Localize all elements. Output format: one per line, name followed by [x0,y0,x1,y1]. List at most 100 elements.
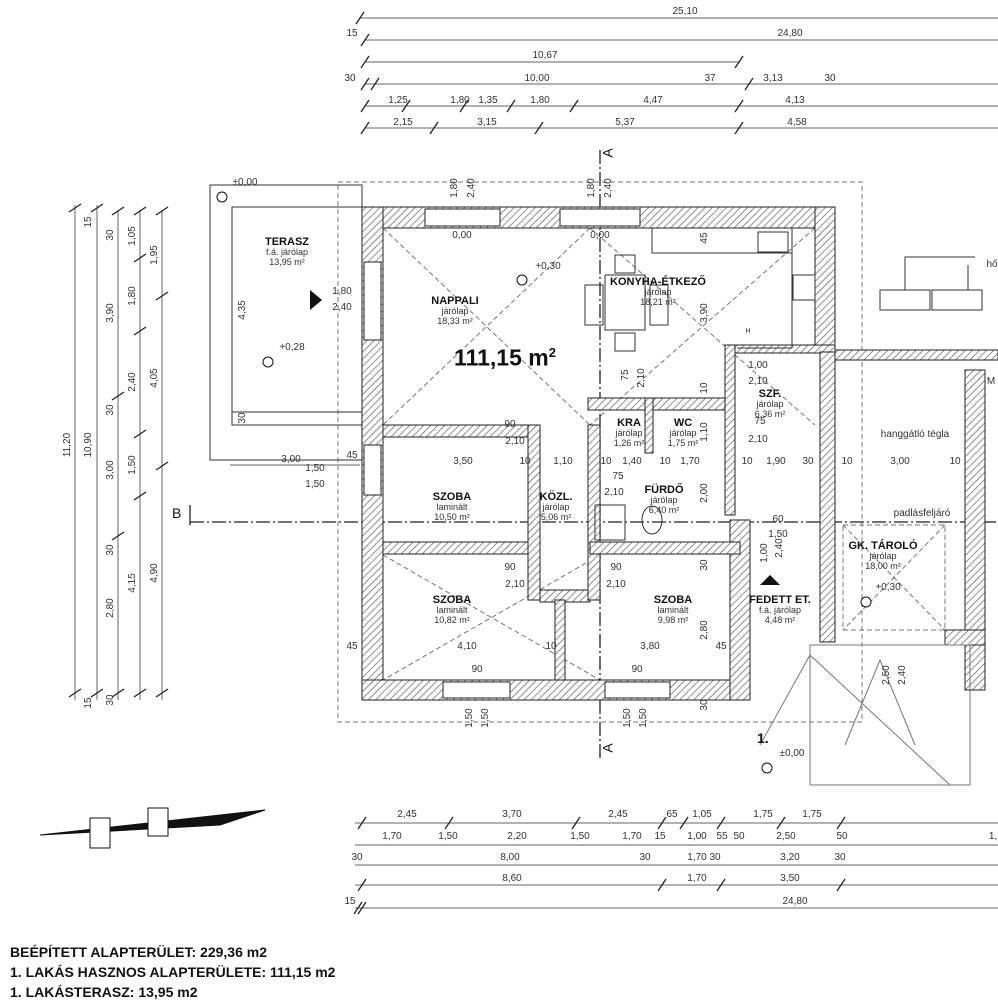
dim-label: 10,67 [532,50,558,61]
dim-label: 2,80 [105,598,116,618]
dim-label: 5,37 [615,117,635,128]
door-height: 2,10 [505,436,525,447]
dim-label: 30 [105,544,116,556]
dim-label: 30 [105,694,116,706]
window-dim: 1,50 [480,708,491,728]
opening-dim: 2,50 [881,665,892,685]
door-height: 2,10 [636,368,647,388]
dim-label: 1,00 [687,831,707,842]
window-dim: 1,50 [638,708,649,728]
dim-label: 4,35 [237,300,248,320]
dim-label: 4,47 [643,95,663,106]
dim-label: 8,60 [502,873,522,884]
dim-label: 2,15 [393,117,413,128]
furniture [584,228,983,786]
dim-label: 50 [836,831,848,842]
dim-label: 10 [659,456,671,467]
dim-label: 4,58 [787,117,807,128]
opening-dim: 2,40 [897,665,908,685]
dim-label: 25,10 [672,6,698,17]
dim-label: 10 [545,641,557,652]
dim-label: 15 [344,896,356,907]
dim-label: 30 [639,852,651,863]
opening-dim: 1,80 [586,178,597,198]
dim-label: 3,50 [780,873,800,884]
dim-label: 10 [699,382,710,394]
area-summary: BEÉPÍTETT ALAPTERÜLET: 229,36 m2 1. LAKÁ… [10,942,335,1002]
dim-label: 1,70 [622,831,642,842]
dim-label: 30 [105,229,116,241]
dim-label: 3,90 [105,303,116,323]
door-width: 1,00 [748,360,768,371]
dim-label: 1,70 [680,456,700,467]
dim-label: 10 [949,456,961,467]
door-width: 75 [612,471,624,482]
window-dim: 1,50 [305,479,325,490]
terrace-outline [209,184,363,461]
dim-label: 2,20 [507,831,527,842]
opening-dim: 60 [772,514,784,525]
dim-label: 8,00 [500,852,520,863]
dim-label: 45 [346,450,358,461]
dim-label: 15 [83,697,94,709]
dim-label: 1,10 [699,422,710,442]
dim-label: 2,40 [127,372,138,392]
dim-label: 30 [105,404,116,416]
dim-label: 45 [715,641,727,652]
dim-label: 10 [741,456,753,467]
door-width: 75 [754,416,766,427]
dim-label: 1,80 [450,95,470,106]
dim-label: 3,15 [477,117,497,128]
dim-label: 1,80 [127,286,138,306]
dim-label: 55 [716,831,728,842]
dim-label: 1,35 [478,95,498,106]
opening-dim: 2,40 [332,302,352,313]
north-arrow [39,807,266,849]
opening-dim: 2,40 [466,178,477,198]
dim-label: 1,10 [553,456,573,467]
opening-dim: 2,40 [774,538,785,558]
dim-label: 24,80 [782,896,808,907]
summary-usable-area: 1. LAKÁS HASZNOS ALAPTERÜLETE: 111,15 m2 [10,964,336,980]
window-width: 90 [631,664,643,675]
dim-label: 2,00 [699,483,710,503]
sill-height: 0,00 [452,230,472,241]
opening-dim: 1,50 [768,529,788,540]
sill-height: 0,00 [590,230,610,241]
opening-dim: 1,00 [759,543,770,563]
dim-label: 30 [699,699,710,711]
dim-label: 1,70 [687,873,707,884]
total-area-label: 111,15 m2 [454,344,556,371]
windows [363,208,671,699]
dim-label: 1,95 [149,245,160,265]
dim-label: 24,80 [777,28,803,39]
dim-label: 1,70 [687,852,707,863]
window-dim: 1,50 [622,708,633,728]
dim-label: 3,13 [763,73,783,84]
dimension-lines [74,17,998,909]
dim-label: 1,25 [388,95,408,106]
dim-label: 50 [733,831,745,842]
dim-label: 65 [666,809,678,820]
window-dim: 1,50 [305,463,325,474]
window-dim: 1,50 [464,708,475,728]
dim-label: 2,80 [699,620,710,640]
dim-label: 1,50 [438,831,458,842]
window-width: 90 [471,664,483,675]
dim-label: 3,80 [640,641,660,652]
level-label: +0,30 [535,261,561,272]
dim-label: 1,05 [127,226,138,246]
dim-label: 15 [83,216,94,228]
attic-access-note: padlásfeljáró [893,508,951,519]
dim-label: 30 [802,456,814,467]
level-label: +0,28 [279,342,305,353]
